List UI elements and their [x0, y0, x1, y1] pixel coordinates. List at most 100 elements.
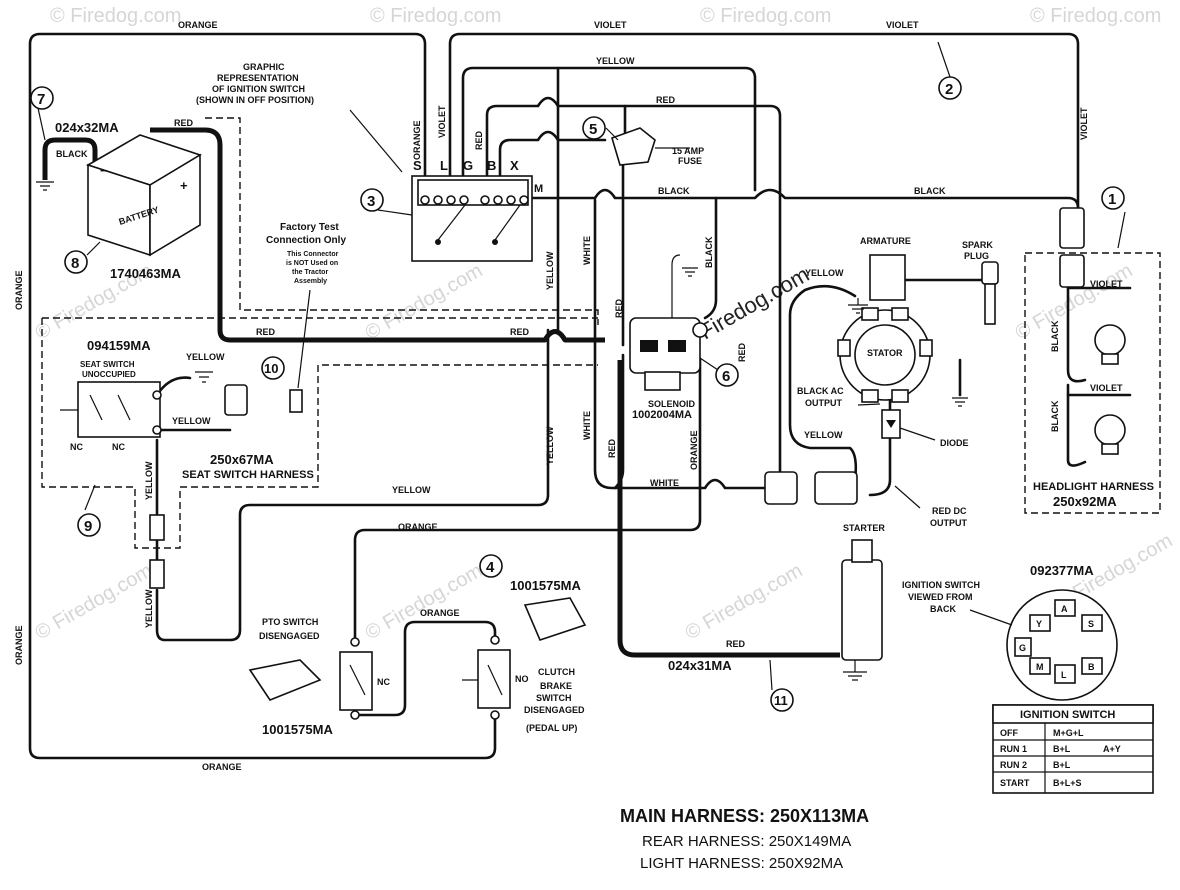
- headlights: [1059, 207, 1126, 455]
- pto-switch: NC: [248, 637, 390, 720]
- seat-switch-ground-wire: [155, 376, 192, 397]
- yellow-wire-top: [461, 66, 757, 192]
- clutch-no-label: NO: [515, 674, 529, 684]
- clutch-brake-switch: NO: [462, 597, 587, 720]
- ignition-switch-pn: 092377MA: [1030, 563, 1094, 578]
- starter-cable: [617, 360, 840, 658]
- headlight-connector-icon: [1059, 207, 1085, 249]
- wire-label-black: BLACK: [1050, 320, 1060, 352]
- clutch-text-line3: SWITCH: [536, 693, 572, 703]
- battery-side: [149, 153, 201, 257]
- ignition-table-header: [992, 704, 1154, 724]
- wire-label-orange: ORANGE: [14, 270, 24, 310]
- wire-label-orange: ORANGE: [689, 430, 699, 470]
- wire-label-yellow: YELLOW: [545, 426, 555, 465]
- harness-boundaries: [41, 117, 1161, 549]
- clutch-text-line4: DISENGAGED: [524, 705, 585, 715]
- stator-pole-icon: [837, 339, 851, 357]
- seat-switch-body: [77, 381, 161, 438]
- wire-label-orange: ORANGE: [412, 120, 422, 160]
- battery-negative-cable: [42, 137, 98, 180]
- wire-label-black: BLACK: [914, 186, 946, 196]
- watermark: © Firedog.com: [32, 560, 157, 645]
- battery-cable-pn: 024x32MA: [55, 120, 119, 135]
- callout-8: 8: [71, 255, 79, 272]
- wire-label-violet: VIOLET: [1079, 107, 1089, 140]
- spark-plug-line2: PLUG: [964, 251, 989, 261]
- stator-pole-icon: [891, 389, 909, 403]
- headlight-harness-label: HEADLIGHT HARNESS: [1033, 481, 1154, 493]
- armature-body: [869, 254, 906, 301]
- white-wire: [593, 198, 767, 490]
- orange-wire-clutch: [353, 620, 497, 717]
- terminal-l-icon: [433, 195, 443, 205]
- contact-dot-icon: [492, 239, 498, 245]
- table-row-circuit: B+L+S: [1053, 778, 1082, 788]
- table-row-circuit: B+L: [1053, 744, 1071, 754]
- armature-label: ARMATURE: [860, 236, 911, 246]
- pin-label-l: L: [1061, 670, 1067, 680]
- callout-2: 2: [945, 81, 953, 98]
- callout-6: 6: [722, 368, 730, 385]
- battery-ground-icon: [36, 181, 54, 191]
- stator-leaders: [857, 403, 936, 509]
- factory-test-line2: Connection Only: [266, 235, 346, 246]
- connector-icon: [814, 471, 858, 505]
- red-dc-line2: OUTPUT: [930, 518, 968, 528]
- ignition-table-title: IGNITION SWITCH: [1020, 709, 1115, 721]
- fuse: [611, 127, 690, 166]
- black-ac-line1: BLACK AC: [797, 386, 844, 396]
- table-row-pos: RUN 1: [1000, 744, 1027, 754]
- seat-harness-label: SEAT SWITCH HARNESS: [182, 469, 314, 481]
- connector-note-line2: is NOT Used on: [286, 260, 338, 267]
- pto-switch-picture-icon: [248, 659, 322, 701]
- factory-test-leader: [297, 289, 311, 389]
- callout-3: 3: [367, 193, 375, 210]
- bulb-icon: [1094, 414, 1126, 446]
- red-dc-line1: RED DC: [932, 506, 967, 516]
- main-harness-boundary: [205, 117, 599, 325]
- solenoid-label: SOLENOID: [648, 399, 696, 409]
- battery-pn: 1740463MA: [110, 266, 181, 281]
- pto-switch-contact: [349, 664, 366, 696]
- fuse-line2: FUSE: [678, 156, 702, 166]
- seat-switch-nc: NC: [112, 442, 125, 452]
- pin-s-icon: [1081, 614, 1103, 632]
- watermark: © Firedog.com: [1030, 5, 1161, 27]
- spark-plug: [981, 261, 999, 325]
- red-dc-wire: [868, 393, 892, 497]
- stator-assembly: [837, 254, 933, 439]
- pin-label-m: M: [1036, 662, 1044, 672]
- spark-plug-body: [984, 283, 996, 325]
- table-row-pos: OFF: [1000, 728, 1018, 738]
- seat-harness-boundary: [41, 317, 598, 549]
- pin-m-icon: [1029, 657, 1051, 675]
- starter-label: STARTER: [843, 523, 885, 533]
- wires: [28, 32, 1132, 760]
- pin-l-icon: [1054, 664, 1076, 684]
- wire-label-yellow: YELLOW: [172, 416, 211, 426]
- callout-circle-icon: [770, 688, 794, 712]
- wire-label-yellow: YELLOW: [596, 56, 635, 66]
- callout-5: 5: [589, 121, 597, 138]
- wire-label-red: RED: [474, 130, 484, 150]
- clutch-switch-contact: [462, 664, 503, 696]
- watermark: © Firedog.com: [700, 5, 831, 27]
- graphic-rep-leader: [349, 109, 403, 173]
- wire-label-red: RED: [614, 298, 624, 318]
- headlight-harness-boundary: [1024, 252, 1161, 514]
- black-wire-solenoid: [703, 196, 718, 320]
- stator-label: STATOR: [867, 348, 903, 358]
- connector-icon: [764, 471, 798, 505]
- callout-10: 10: [264, 361, 278, 376]
- test-connector-icon: [224, 384, 248, 416]
- pto-switch-pn: 1001575MA: [262, 722, 333, 737]
- light-harness-title: LIGHT HARNESS: 250X92MA: [640, 855, 843, 872]
- overlay-watermark: Firedog.com: [695, 262, 813, 345]
- pin-label-g: G: [1019, 643, 1026, 653]
- wire-label-red: RED: [174, 118, 194, 128]
- terminal-b2-icon: [493, 195, 503, 205]
- wire-label-orange: ORANGE: [178, 20, 218, 30]
- callout-1: 1: [1108, 191, 1116, 208]
